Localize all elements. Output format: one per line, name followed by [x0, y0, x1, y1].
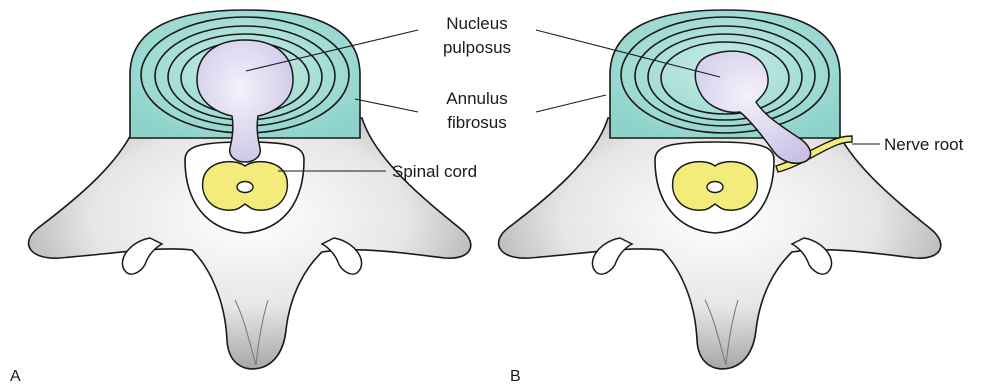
label-annulus-line1: Annulus [446, 89, 507, 108]
panel-label-a: A [10, 368, 21, 385]
leader-annulus-b [536, 95, 606, 112]
label-spinal-cord: Spinal cord [392, 162, 477, 181]
label-nucleus-line1: Nucleus [446, 14, 507, 33]
panel-label-b: B [510, 368, 521, 385]
label-nerve-root: Nerve root [884, 135, 964, 154]
label-annulus-line2: fibrosus [447, 113, 507, 132]
leader-annulus-a [355, 99, 418, 112]
label-nucleus-line2: pulposus [443, 38, 511, 57]
panel-a [29, 10, 471, 369]
panel-b [499, 10, 941, 369]
